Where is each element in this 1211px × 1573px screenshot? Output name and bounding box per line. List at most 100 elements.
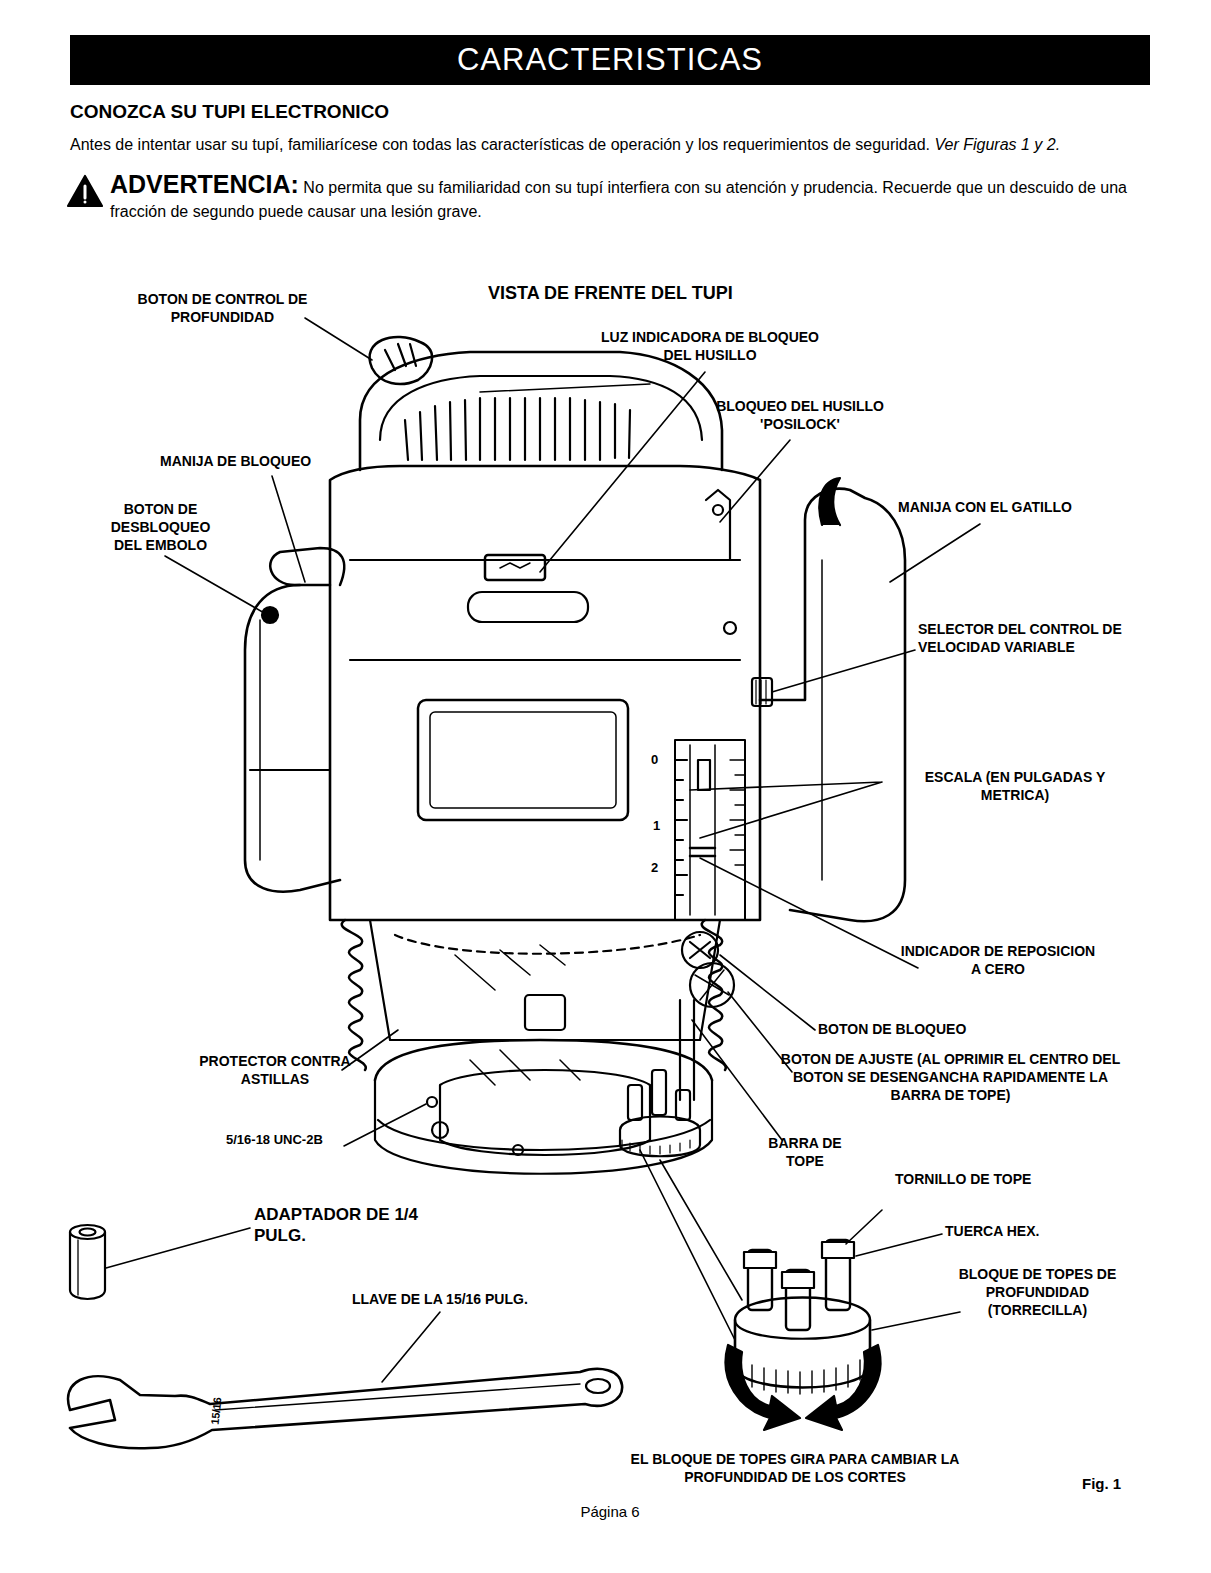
drawing-stroke [382, 1312, 440, 1382]
drawing-stroke [106, 1228, 250, 1268]
drawing-stroke [700, 858, 918, 968]
drawing-stroke [622, 1140, 690, 1154]
intro-paragraph: Antes de intentar usar su tupí, familiar… [70, 134, 1155, 156]
drawing-stroke [84, 201, 87, 204]
drawing-stroke [690, 848, 715, 856]
drawing-stroke [760, 489, 905, 921]
adapter-drawing [70, 1225, 105, 1299]
drawing-stroke [676, 1090, 690, 1120]
part-label: PROTECTOR CONTRA ASTILLAS [190, 1052, 360, 1088]
drawing-stroke [819, 478, 840, 525]
drawing-stroke [822, 1242, 854, 1258]
part-label: LUZ INDICADORA DE BLOQUEO DEL HUSILLO [600, 328, 820, 364]
figure-number: Fig. 1 [1082, 1474, 1162, 1493]
drawing-stroke [330, 466, 760, 920]
drawing-stroke [856, 1234, 942, 1256]
drawing-stroke [305, 318, 372, 360]
drawing-stroke [702, 920, 726, 1070]
drawing-stroke [846, 1210, 882, 1244]
drawing-stroke [652, 1070, 666, 1115]
drawing-stroke [690, 963, 734, 1007]
drawing-stroke [675, 740, 745, 920]
warning-heading: ADVERTENCIA: [110, 170, 299, 198]
part-label: MANIJA CON EL GATILLO [898, 498, 1118, 516]
drawing-stroke [272, 476, 305, 582]
drawing-stroke [455, 945, 565, 990]
drawing-stroke [440, 1070, 650, 1155]
drawing-stroke [692, 1020, 782, 1140]
drawing-stroke [752, 678, 772, 706]
drawing-stroke [500, 563, 530, 568]
drawing-stroke [724, 622, 736, 634]
drawing-stroke [806, 1345, 880, 1430]
drawing-stroke [744, 1252, 776, 1268]
drawing-stroke [70, 1232, 105, 1299]
scale-number: 1 [653, 818, 673, 834]
drawing-stroke [695, 970, 729, 1000]
drawing-stroke [713, 505, 723, 515]
drawing-stroke [485, 555, 545, 580]
drawing-stroke [675, 760, 687, 895]
drawing-stroke [84, 186, 87, 198]
section-heading: CONOZCA SU TUPI ELECTRONICO [70, 100, 670, 124]
router-body [245, 337, 905, 1174]
drawing-stroke [890, 524, 980, 582]
drawing-stroke [782, 1272, 814, 1288]
drawing-stroke [342, 920, 366, 1070]
drawing-stroke [628, 1085, 642, 1120]
turret-note: EL BLOQUE DE TOPES GIRA PARA CAMBIAR LA … [580, 1450, 1010, 1486]
drawing-stroke [270, 548, 344, 585]
page-title: CARACTERISTICAS [457, 42, 763, 77]
part-label: LLAVE DE LA 15/16 PULG. [352, 1290, 612, 1308]
drawing-stroke [468, 592, 588, 622]
drawing-stroke [640, 1150, 742, 1340]
drawing-stroke [690, 782, 882, 838]
part-label: BLOQUEO DEL HUSILLO 'POSILOCK' [705, 397, 895, 433]
drawing-stroke [370, 920, 720, 1040]
drawing-stroke [215, 1384, 580, 1410]
leader-lines [106, 318, 980, 1382]
drawing-stroke [405, 398, 630, 460]
drawing-stroke [370, 337, 432, 384]
drawing-stroke [165, 556, 266, 614]
drawing-stroke [245, 585, 340, 892]
part-label: BOTON DE AJUSTE (AL OPRIMIR EL CENTRO DE… [778, 1050, 1123, 1104]
wrench-drawing [68, 1369, 622, 1448]
drawing-stroke [690, 942, 710, 958]
drawing-stroke [250, 769, 330, 771]
warning-paragraph: ADVERTENCIA: No permita que su familiari… [110, 172, 1155, 224]
drawing-stroke [586, 1379, 610, 1393]
drawing-stroke [620, 1117, 700, 1157]
scale-number: 2 [651, 860, 671, 876]
drawing-stroke [680, 1000, 694, 1100]
drawing-stroke [513, 1145, 523, 1155]
part-label: BLOQUE DE TOPES DE PROFUNDIDAD (TORRECIL… [945, 1265, 1130, 1319]
drawing-stroke [80, 1229, 96, 1236]
drawing-stroke [375, 1040, 712, 1080]
drawing-stroke [698, 760, 710, 790]
drawing-stroke [259, 620, 261, 860]
intro-text: Antes de intentar usar su tupí, familiar… [70, 136, 930, 153]
drawing-stroke [470, 1050, 580, 1085]
warning-symbol [68, 176, 102, 206]
title-band: CARACTERISTICAS [70, 35, 1150, 85]
drawing-stroke [540, 372, 705, 572]
drawing-stroke [68, 176, 102, 206]
part-label: BOTON DE CONTROL DE PROFUNDIDAD [130, 290, 315, 326]
thread-spec: 5/16-18 UNC-2B [226, 1132, 386, 1148]
figure-reference: Ver Figuras 1 y 2. [934, 136, 1060, 153]
drawing-stroke [344, 1104, 426, 1146]
page-number: Página 6 [560, 1502, 660, 1521]
scale-number: 0 [651, 752, 671, 768]
wrench-marking: 15/16 [207, 1390, 225, 1431]
drawing-stroke [730, 760, 745, 865]
part-label: TORNILLO DE TOPE [895, 1170, 1095, 1188]
drawing-stroke [360, 352, 722, 470]
drawing-stroke [740, 1360, 860, 1394]
view-heading: VISTA DE FRENTE DEL TUPI [488, 282, 808, 305]
part-label: TUERCA HEX. [945, 1222, 1145, 1240]
drawing-stroke [68, 1369, 622, 1448]
drawing-stroke [706, 490, 730, 560]
part-label: ADAPTADOR DE 1/4 PULG. [254, 1204, 424, 1246]
